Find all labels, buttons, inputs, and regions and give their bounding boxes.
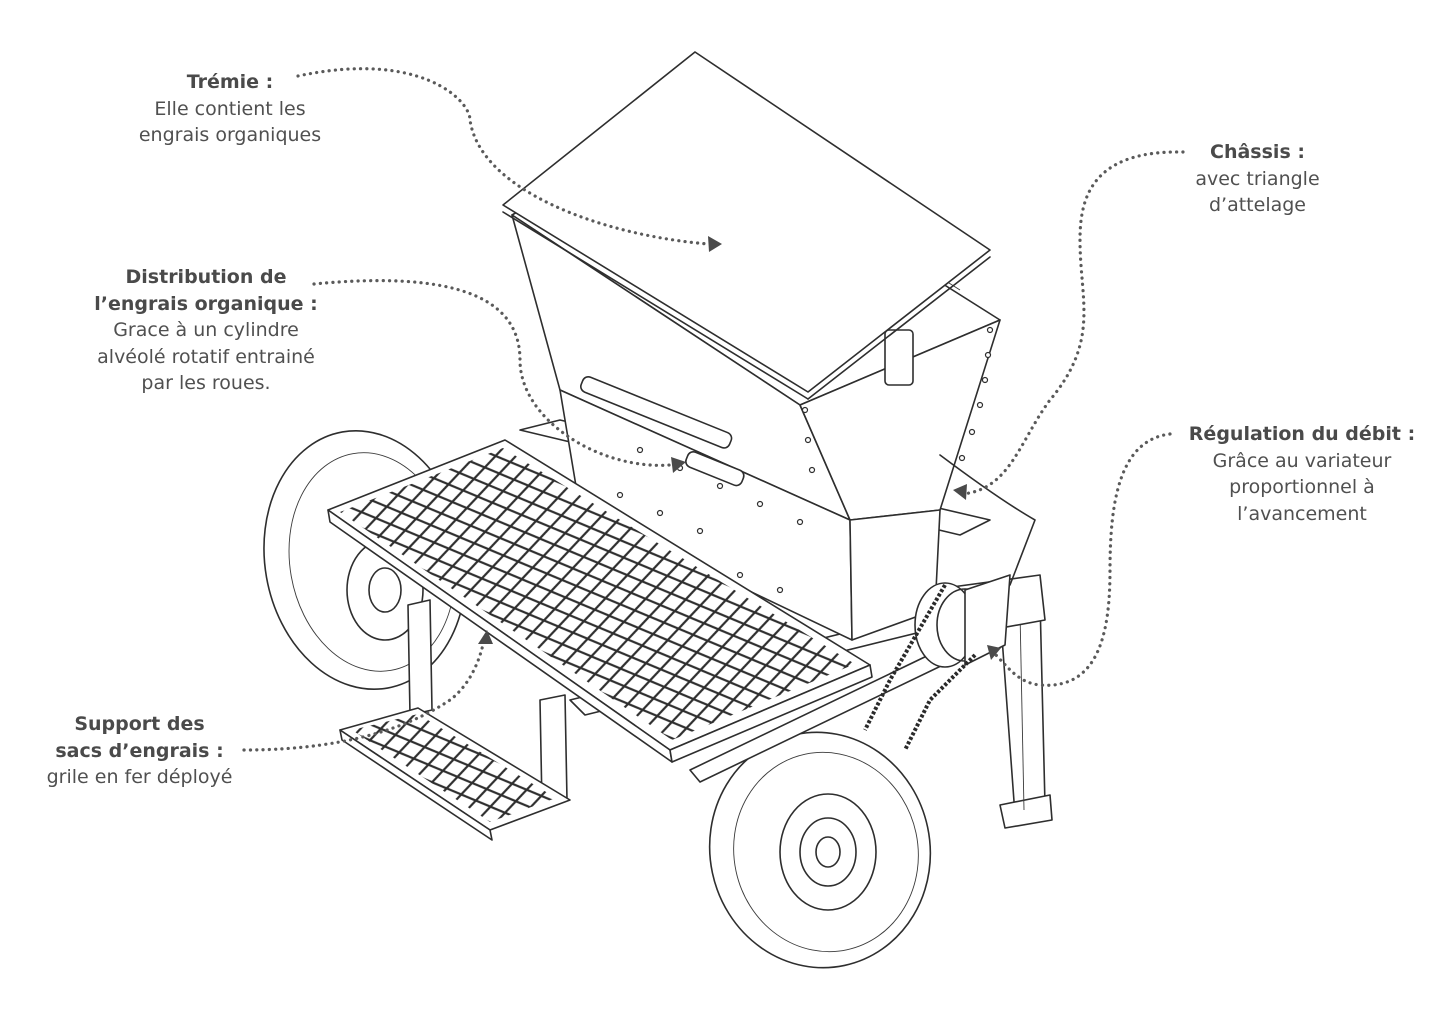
label-tremie: Trémie : Elle contient les engrais organ… — [110, 69, 350, 149]
bag-support-platform — [327, 439, 873, 841]
arrow-support — [478, 630, 493, 644]
label-regulation-title: Régulation du débit : — [1188, 423, 1416, 445]
label-chassis-line: d’attelage — [1208, 194, 1306, 216]
leader-distribution — [312, 279, 672, 467]
hopper-lid — [502, 51, 991, 400]
label-regulation-line: proportionnel à — [1229, 476, 1375, 498]
label-tremie-line: Elle contient les — [154, 97, 306, 120]
label-distribution: Distribution de l’engrais organique : Gr… — [72, 264, 340, 397]
distribution-cylinder — [580, 376, 745, 487]
flow-regulator — [863, 454, 1036, 751]
label-tremie-title: Trémie : — [186, 71, 274, 93]
label-support-line: grile en fer déployé — [46, 766, 233, 788]
label-support: Support des sacs d’engrais : grile en fe… — [22, 711, 257, 791]
leader-support — [242, 638, 486, 752]
label-tremie-line: engrais organiques — [138, 124, 322, 146]
label-distribution-title: Distribution de — [125, 266, 287, 288]
label-regulation-line: Grâce au variateur — [1212, 449, 1392, 472]
label-chassis: Châssis : avec triangle d’attelage — [1145, 139, 1370, 219]
label-distribution-line: Grace à un cylindre — [113, 319, 299, 341]
label-distribution-title: l’engrais organique : — [94, 292, 318, 315]
leader-chassis — [960, 150, 1185, 496]
hopper-rivets — [616, 326, 994, 594]
label-chassis-line: avec triangle — [1195, 167, 1320, 190]
arrow-regulation — [987, 645, 1001, 660]
arrow-chassis — [953, 484, 967, 500]
label-distribution-line: par les roues. — [141, 372, 271, 394]
label-support-title: sacs d’engrais : — [55, 739, 224, 762]
label-distribution-line: alvéolé rotatif entrainé — [97, 345, 315, 368]
front-right-wheel — [708, 731, 932, 969]
label-chassis-title: Châssis : — [1210, 141, 1305, 163]
leader-lines — [242, 67, 1185, 752]
arrow-distribution — [671, 457, 686, 473]
arrow-tremie — [708, 236, 722, 252]
leader-tremie — [296, 67, 710, 246]
label-regulation: Régulation du débit : Grâce au variateur… — [1172, 421, 1432, 527]
label-regulation-line: l’avancement — [1237, 502, 1367, 525]
label-support-title: Support des — [74, 713, 205, 735]
